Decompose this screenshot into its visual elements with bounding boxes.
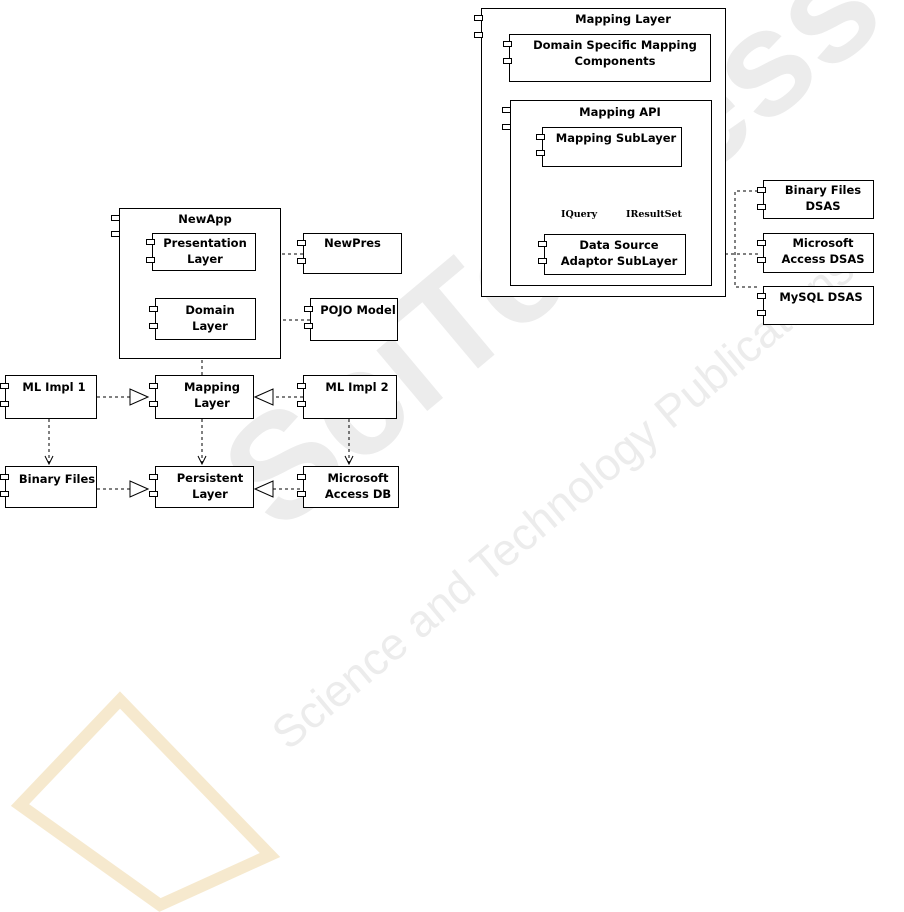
port xyxy=(149,306,158,312)
port xyxy=(0,401,9,407)
port xyxy=(149,474,158,480)
port xyxy=(297,491,306,497)
pojo-model-component xyxy=(310,298,398,341)
port xyxy=(111,231,120,237)
mapping-layer-line2: Layer xyxy=(194,396,230,410)
data-source-adaptor-line1: Data Source xyxy=(579,238,659,252)
binary-files-label: Binary Files xyxy=(18,472,96,486)
realize-binary-files-head xyxy=(129,480,150,498)
microsoft-access-dsas-line2: Access DSAS xyxy=(781,252,865,266)
port xyxy=(0,491,9,497)
port xyxy=(149,383,158,389)
port xyxy=(474,32,483,38)
domain-specific-line2: Components xyxy=(574,54,656,68)
persistent-layer-component xyxy=(155,466,254,508)
microsoft-access-db-line1: Microsoft xyxy=(327,471,389,485)
port xyxy=(149,401,158,407)
port xyxy=(503,41,512,47)
port xyxy=(297,383,306,389)
port xyxy=(503,58,512,64)
port xyxy=(297,240,306,246)
ml-impl-1-label: ML Impl 1 xyxy=(22,380,86,394)
binary-files-dsas-line1: Binary Files xyxy=(784,183,862,197)
presentation-layer-line2: Layer xyxy=(187,252,223,266)
port xyxy=(149,323,158,329)
port xyxy=(297,474,306,480)
data-source-adaptor-component xyxy=(544,234,686,275)
presentation-layer-line1: Presentation xyxy=(163,236,247,250)
port xyxy=(538,241,547,247)
ml-impl-1-component xyxy=(5,375,97,419)
realize-ml-impl-1-head xyxy=(129,388,150,406)
domain-specific-line1: Domain Specific Mapping xyxy=(533,38,697,52)
port xyxy=(757,310,766,316)
port xyxy=(757,187,766,193)
port xyxy=(304,306,313,312)
domain-specific-mapping-component xyxy=(509,34,711,82)
pojo-model-label: POJO Model xyxy=(320,303,396,317)
port xyxy=(146,239,155,245)
newpres-label: NewPres xyxy=(324,236,381,250)
port xyxy=(149,491,158,497)
watermark-logo-shape xyxy=(10,691,281,912)
newapp-title: NewApp xyxy=(178,212,232,226)
port xyxy=(536,150,545,156)
microsoft-access-dsas-line1: Microsoft xyxy=(792,236,854,250)
port xyxy=(536,134,545,140)
data-source-adaptor-line2: Adaptor SubLayer xyxy=(560,254,678,268)
mapping-api-title: Mapping API xyxy=(579,105,661,119)
presentation-layer-component xyxy=(152,233,256,271)
port xyxy=(502,124,511,130)
mapping-layer-component xyxy=(155,375,254,419)
realize-ml-impl-2-head xyxy=(253,388,274,406)
persistent-layer-line1: Persistent xyxy=(176,471,244,485)
port xyxy=(538,258,547,264)
port xyxy=(757,240,766,246)
port xyxy=(474,15,483,21)
port xyxy=(757,257,766,263)
mysql-dsas-component xyxy=(763,286,874,325)
microsoft-access-db-line2: Access DB xyxy=(324,487,392,501)
port xyxy=(297,401,306,407)
domain-layer-line1: Domain xyxy=(185,303,235,317)
domain-layer-component xyxy=(155,298,256,340)
ml-impl-2-label: ML Impl 2 xyxy=(325,380,389,394)
mysql-dsas-label: MySQL DSAS xyxy=(779,290,863,304)
port xyxy=(304,323,313,329)
realize-dsas-line xyxy=(734,190,758,288)
port xyxy=(757,204,766,210)
realize-access-db-head xyxy=(253,480,274,498)
port xyxy=(297,258,306,264)
microsoft-access-dsas-component xyxy=(763,233,874,273)
mapping-layer-line1: Mapping xyxy=(183,380,241,394)
port xyxy=(757,293,766,299)
port xyxy=(0,474,9,480)
iquery-label: IQuery xyxy=(561,209,598,220)
port xyxy=(502,107,511,113)
mapping-sublayer-component xyxy=(542,127,682,167)
newpres-component xyxy=(303,233,402,274)
persistent-layer-line2: Layer xyxy=(192,487,228,501)
mapping-sublayer-label: Mapping SubLayer xyxy=(555,131,677,145)
port xyxy=(111,215,120,221)
microsoft-access-db-component xyxy=(303,466,399,508)
port xyxy=(146,257,155,263)
ml-impl-2-component xyxy=(303,375,397,419)
domain-layer-line2: Layer xyxy=(192,319,228,333)
binary-files-component xyxy=(5,466,97,508)
mapping-layer-title: Mapping Layer xyxy=(575,12,671,26)
binary-files-dsas-component xyxy=(763,180,874,219)
port xyxy=(0,383,9,389)
iresultset-label: IResultSet xyxy=(626,209,682,220)
binary-files-dsas-line2: DSAS xyxy=(805,199,841,213)
